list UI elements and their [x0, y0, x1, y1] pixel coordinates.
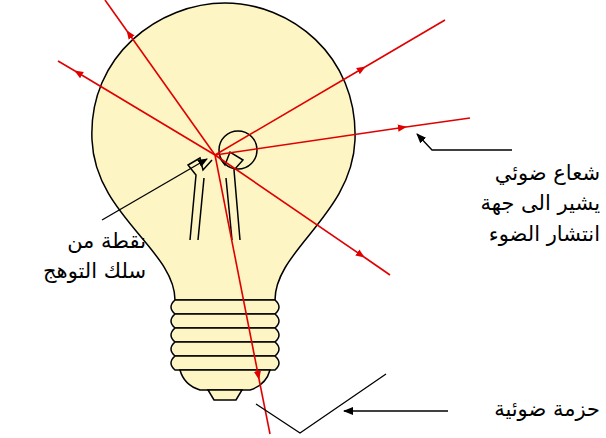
bulb-base: [171, 300, 279, 400]
beam-bracket: [256, 374, 386, 433]
ray-label: شعاع ضوئي يشير الى جهة انتشار الضوء: [428, 158, 600, 249]
leader-line: [417, 134, 512, 150]
light-ray: [58, 0, 470, 434]
filament: [188, 131, 257, 240]
leader-line: [102, 159, 207, 220]
beam-label: حزمة ضوئية: [452, 394, 600, 424]
leader-line: [344, 410, 448, 411]
bulb-glass: [92, 3, 355, 300]
filament-point-label: نقطة من سلك التوهج: [18, 226, 146, 287]
